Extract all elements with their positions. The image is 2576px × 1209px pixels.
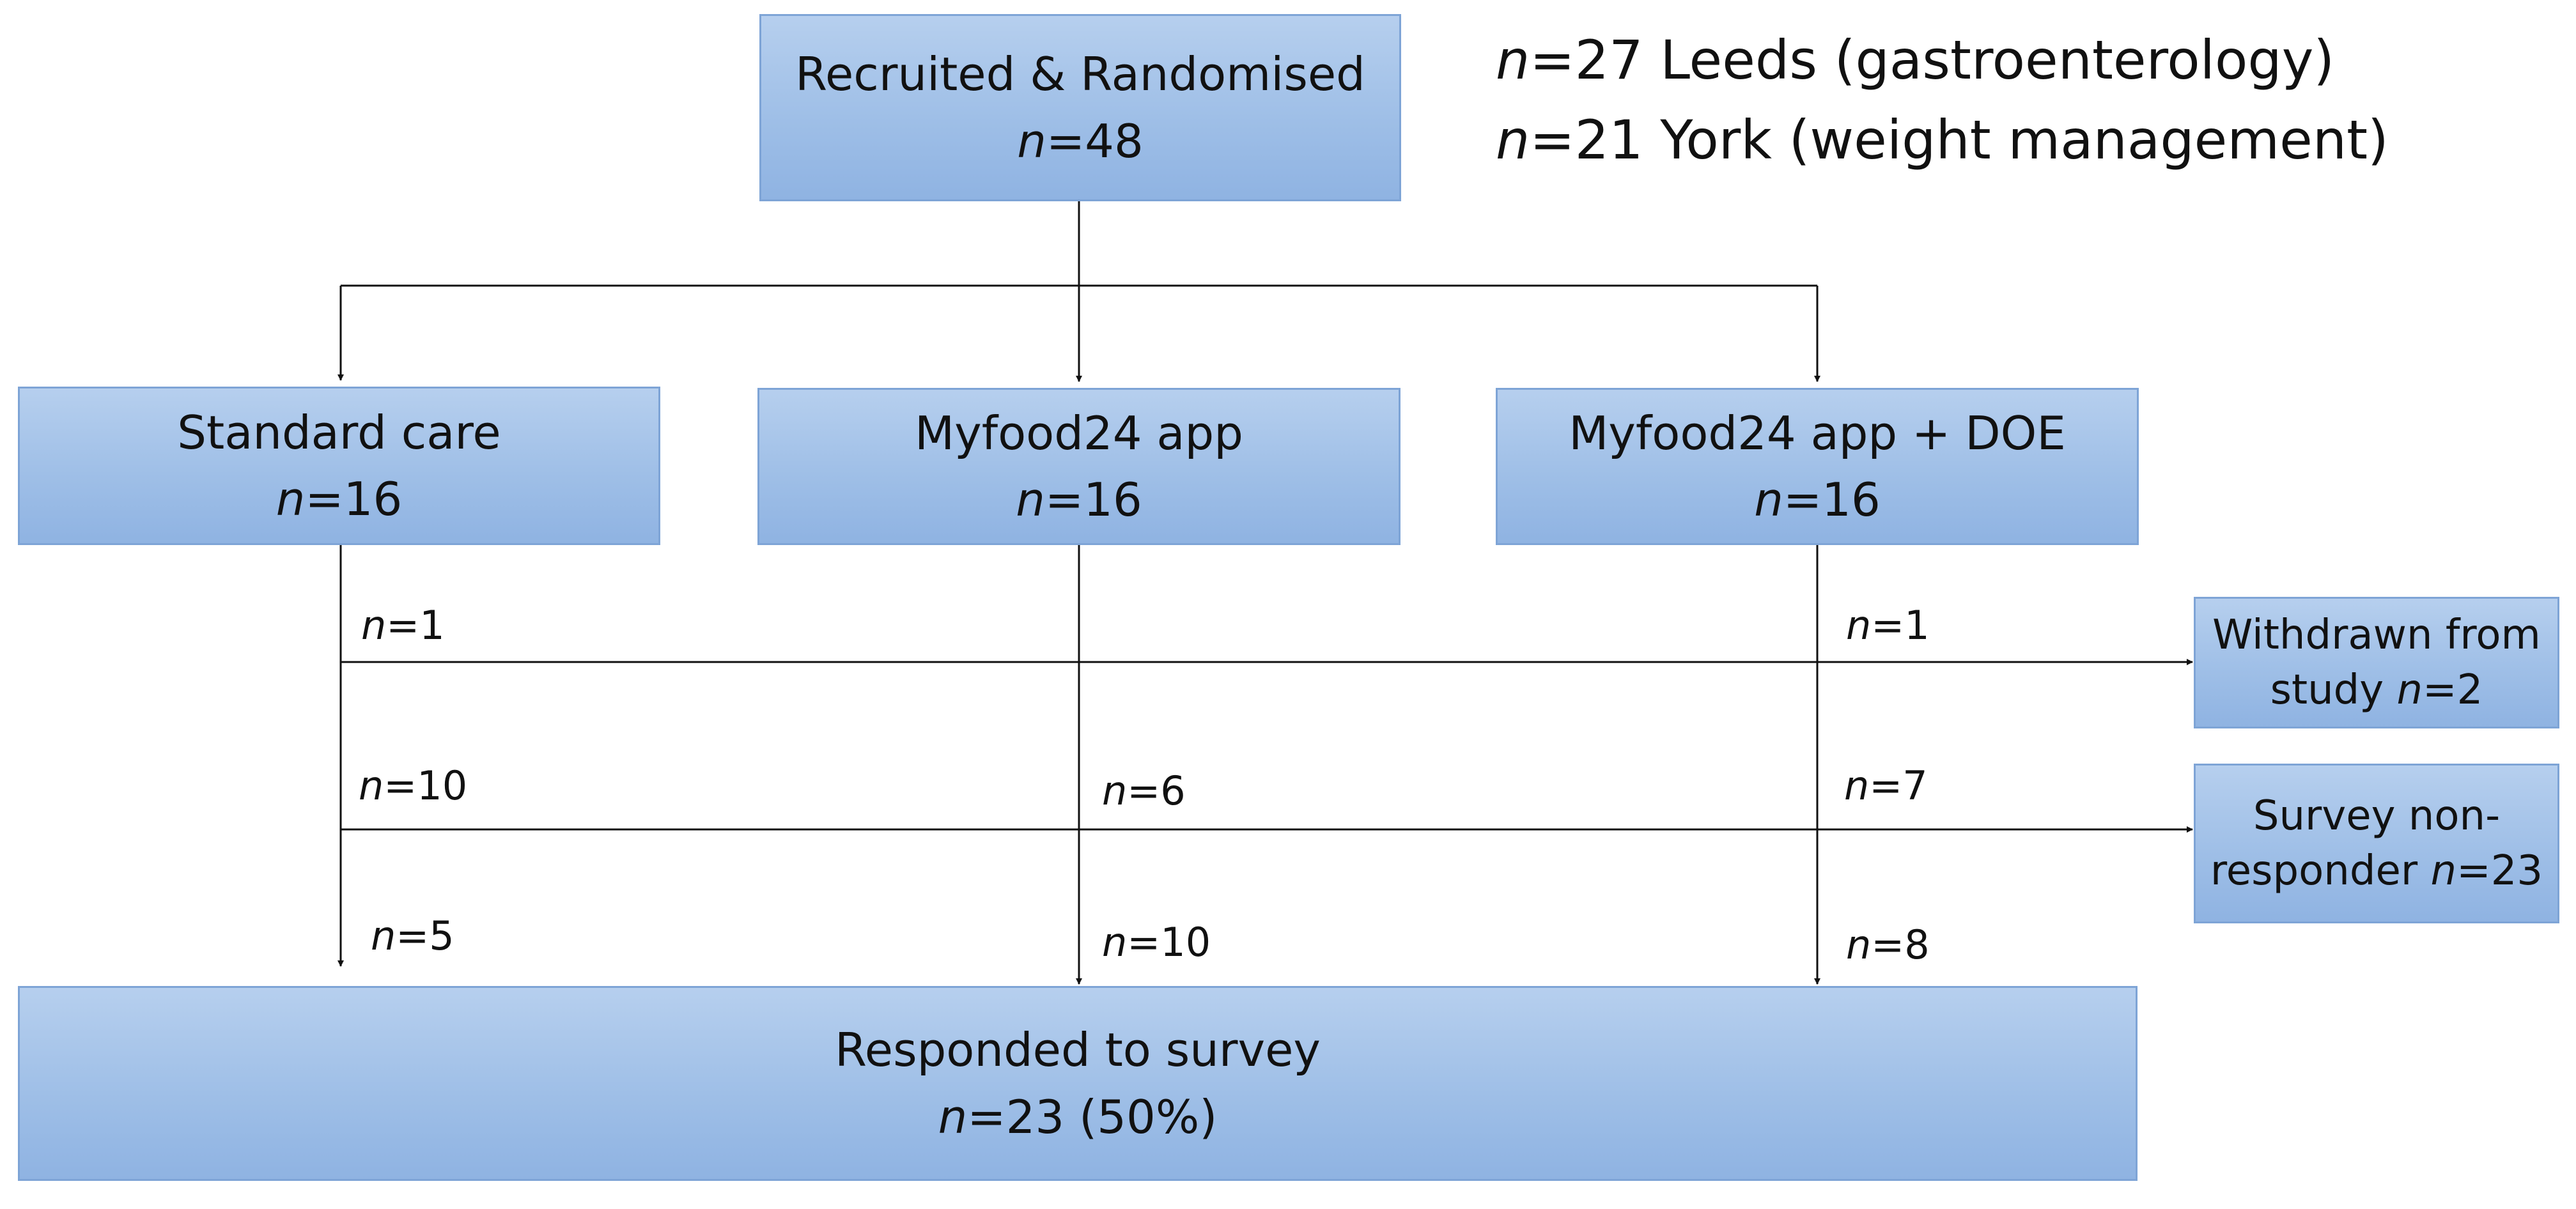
n-symbol: n: [359, 762, 384, 809]
n-symbol: n: [1496, 109, 1530, 171]
arm-standard-care-box: Standard care n=16: [18, 387, 660, 545]
n-symbol: n: [1102, 767, 1128, 814]
n-symbol: n: [1016, 473, 1045, 527]
arm-count: n=16: [1016, 466, 1142, 533]
arm-title: Standard care: [177, 405, 501, 459]
site-note-york: n=21 York (weight management): [1496, 113, 2389, 167]
arm-count-value: =16: [305, 472, 403, 526]
n-symbol: n: [938, 1090, 968, 1144]
flow-label-doe-responded: n=8: [1846, 925, 1930, 965]
flow-label-myfood24-responded: n=10: [1102, 923, 1211, 962]
recruited-title: Recruited & Randomised: [795, 47, 1365, 102]
nonresponder-count: =23: [2456, 847, 2543, 895]
nonresponder-box: Survey non- responder n=23: [2194, 764, 2559, 923]
arm-myfood24-box: Myfood24 app n=16: [757, 388, 1401, 545]
flow-label-myfood24-nonresponse: n=6: [1102, 771, 1186, 811]
n-symbol: n: [1496, 29, 1530, 91]
site-leeds-count: =27: [1530, 29, 1643, 91]
withdrawn-line2: study n=2: [2270, 663, 2483, 718]
nonresponder-line2: responder n=23: [2210, 843, 2543, 898]
site-york-label: York (weight management): [1643, 109, 2389, 171]
n-symbol: n: [1846, 921, 1872, 968]
arm-count-value: =16: [1783, 473, 1881, 527]
n-symbol: n: [371, 913, 396, 959]
responded-box: Responded to survey n=23 (50%): [18, 986, 2138, 1181]
flow-value: =10: [384, 762, 468, 809]
n-symbol: n: [1846, 602, 1872, 649]
n-symbol: n: [2430, 847, 2457, 895]
flow-value: =7: [1869, 762, 1928, 809]
withdrawn-count: =2: [2423, 666, 2483, 714]
n-symbol: n: [1017, 114, 1046, 168]
flow-value: =10: [1127, 919, 1211, 966]
flow-value: =5: [396, 913, 454, 959]
n-symbol: n: [275, 472, 306, 526]
flow-label-standard-withdrawn: n=1: [361, 606, 445, 645]
n-symbol: n: [361, 602, 387, 649]
flow-value: =8: [1871, 921, 1930, 968]
flow-value: =6: [1127, 767, 1186, 814]
responded-count-value: =23 (50%): [967, 1090, 1218, 1144]
flow-label-standard-nonresponse: n=10: [359, 766, 467, 806]
withdrawn-line1: Withdrawn from: [2212, 611, 2541, 659]
nonresponder-line1: Survey non-: [2253, 792, 2501, 840]
arm-count-value: =16: [1044, 473, 1142, 527]
site-york-count: =21: [1530, 109, 1643, 171]
arm-count: n=16: [276, 466, 403, 532]
responded-count: n=23 (50%): [938, 1084, 1218, 1150]
site-leeds-label: Leeds (gastroenterology): [1643, 29, 2335, 91]
n-symbol: n: [2396, 666, 2423, 714]
withdrawn-box: Withdrawn from study n=2: [2194, 597, 2559, 728]
flow-label-standard-responded: n=5: [371, 916, 454, 956]
recruited-count: n=48: [1017, 108, 1144, 174]
recruited-count-value: =48: [1046, 114, 1144, 168]
n-symbol: n: [1754, 473, 1783, 527]
arm-title: Myfood24 app + DOE: [1569, 406, 2066, 460]
responded-title: Responded to survey: [834, 1023, 1321, 1077]
nonresponder-line2-text: responder: [2210, 847, 2431, 895]
withdrawn-line2-text: study: [2270, 666, 2397, 714]
flow-value: =1: [386, 602, 445, 649]
arm-myfood24-doe-box: Myfood24 app + DOE n=16: [1496, 388, 2139, 545]
flow-label-doe-nonresponse: n=7: [1844, 766, 1928, 806]
flow-value: =1: [1871, 602, 1930, 649]
n-symbol: n: [1844, 762, 1870, 809]
n-symbol: n: [1102, 919, 1128, 966]
site-note-leeds: n=27 Leeds (gastroenterology): [1496, 33, 2334, 87]
arm-title: Myfood24 app: [915, 406, 1243, 460]
recruited-randomised-box: Recruited & Randomised n=48: [759, 14, 1401, 201]
arm-count: n=16: [1754, 466, 1881, 533]
flow-label-doe-withdrawn: n=1: [1846, 606, 1930, 645]
